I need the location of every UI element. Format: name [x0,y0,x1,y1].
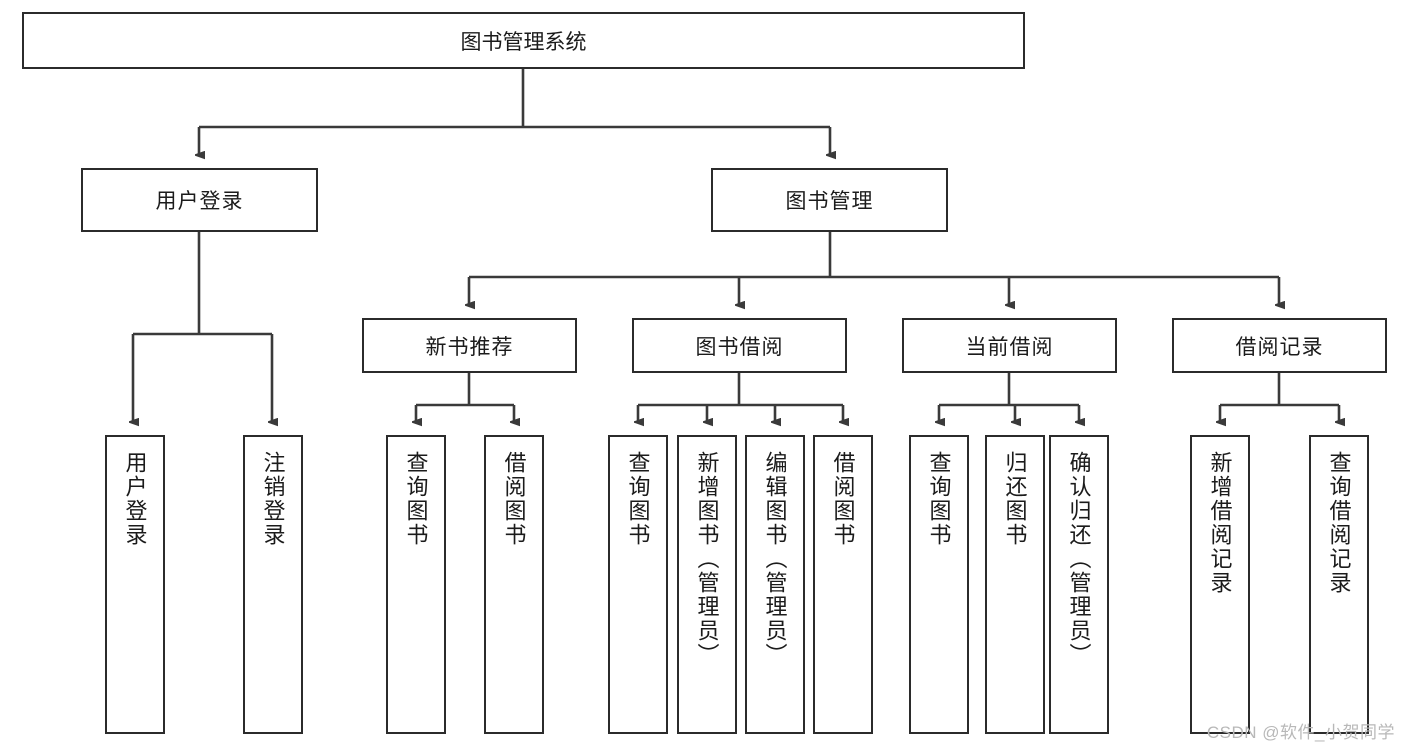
node-current-borrow[interactable]: 当前借阅 [902,318,1117,373]
node-leaf-add-record[interactable]: 新增借阅记录 [1190,435,1250,734]
leaf-label: 注销登录 [260,451,286,547]
leaf-label: 查询图书 [625,451,651,547]
leaf-label: 新增图书（管理员） [694,451,720,667]
leaf-label: 借阅图书 [501,451,527,547]
node-leaf-query-book-cur[interactable]: 查询图书 [909,435,969,734]
leaf-label: 查询图书 [926,451,952,547]
node-root-label: 图书管理系统 [460,30,587,54]
leaf-label: 借阅图书 [830,451,856,547]
node-new-book-rec[interactable]: 新书推荐 [362,318,577,373]
node-borrow-record-label: 借阅记录 [1235,335,1324,359]
node-leaf-user-logout[interactable]: 注销登录 [243,435,303,734]
node-user-login-label: 用户登录 [155,190,244,213]
node-book-manage[interactable]: 图书管理 [711,168,948,232]
node-book-borrow-label: 图书借阅 [695,335,784,359]
node-leaf-query-book-rec[interactable]: 查询图书 [386,435,446,734]
node-new-book-rec-label: 新书推荐 [425,335,514,359]
node-leaf-return-book[interactable]: 归还图书 [985,435,1045,734]
node-leaf-query-book-borrow[interactable]: 查询图书 [608,435,668,734]
leaf-label: 新增借阅记录 [1207,451,1233,595]
node-leaf-confirm-return[interactable]: 确认归还（管理员） [1049,435,1109,734]
node-leaf-edit-book[interactable]: 编辑图书（管理员） [745,435,805,734]
node-leaf-borrow-book-rec[interactable]: 借阅图书 [484,435,544,734]
node-borrow-record[interactable]: 借阅记录 [1172,318,1387,373]
leaf-label: 查询借阅记录 [1326,451,1352,595]
node-leaf-borrow-book[interactable]: 借阅图书 [813,435,873,734]
leaf-label: 归还图书 [1002,451,1028,547]
node-leaf-user-login[interactable]: 用户登录 [105,435,165,734]
leaf-label: 确认归还（管理员） [1066,451,1092,667]
node-book-borrow[interactable]: 图书借阅 [632,318,847,373]
node-leaf-query-record[interactable]: 查询借阅记录 [1309,435,1369,734]
node-root[interactable]: 图书管理系统 [22,12,1025,69]
leaf-label: 用户登录 [122,451,148,547]
node-leaf-add-book[interactable]: 新增图书（管理员） [677,435,737,734]
node-user-login[interactable]: 用户登录 [81,168,318,232]
leaf-label: 查询图书 [403,451,429,547]
node-current-borrow-label: 当前借阅 [965,335,1054,359]
node-book-manage-label: 图书管理 [785,190,874,213]
watermark: CSDN @软件_小贺同学 [1206,723,1395,742]
leaf-label: 编辑图书（管理员） [762,451,788,667]
